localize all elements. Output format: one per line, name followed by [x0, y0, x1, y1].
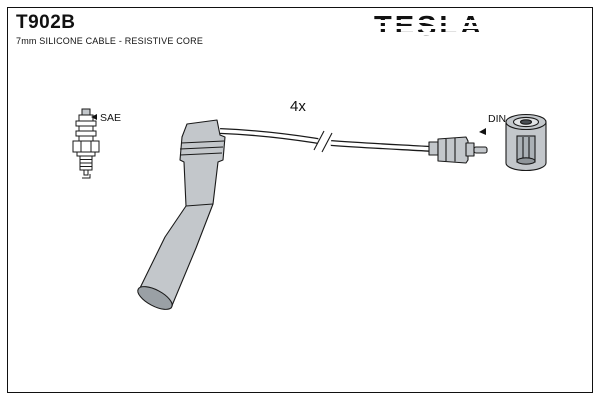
cable-break-mark: [321, 132, 333, 153]
coil-boot-body: [138, 119, 226, 309]
cable: [219, 128, 432, 153]
spark-plug-icon: [72, 108, 100, 179]
cable-break-mark: [313, 130, 325, 151]
din-label: DIN: [488, 113, 506, 125]
boot-opening: [137, 286, 173, 310]
sae-label: SAE: [100, 112, 121, 124]
quantity-label: 4x: [290, 98, 306, 115]
din-connector: [428, 136, 488, 164]
sae-arrow-icon: [91, 114, 97, 120]
din-arrow-icon: [479, 128, 486, 135]
terminal-cap: [505, 113, 547, 172]
logo-stripe: [374, 26, 486, 29]
logo-stripe: [374, 20, 486, 23]
logo-stripe: [374, 32, 486, 35]
coil-boot: [137, 119, 226, 310]
part-number: T902B: [16, 12, 76, 33]
tesla-logo: TESLA: [374, 12, 486, 42]
product-subtitle: 7mm SILICONE CABLE - RESISTIVE CORE: [16, 36, 204, 46]
